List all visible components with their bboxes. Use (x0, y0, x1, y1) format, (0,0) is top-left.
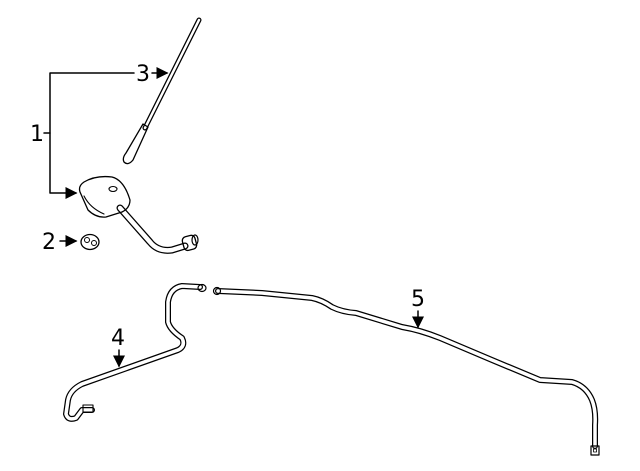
cable-4 (63, 283, 207, 422)
callout-2-label: 2 (42, 230, 56, 255)
cable-5 (212, 286, 600, 456)
callout-1-bracket (43, 72, 135, 199)
callout-3-label: 3 (136, 62, 150, 87)
callout-5-label: 5 (411, 287, 425, 312)
nut (80, 233, 100, 251)
callout-4-label: 4 (111, 326, 125, 351)
antenna-base (78, 175, 199, 254)
antenna-mast (122, 17, 202, 165)
callout-1-label: 1 (30, 122, 44, 147)
